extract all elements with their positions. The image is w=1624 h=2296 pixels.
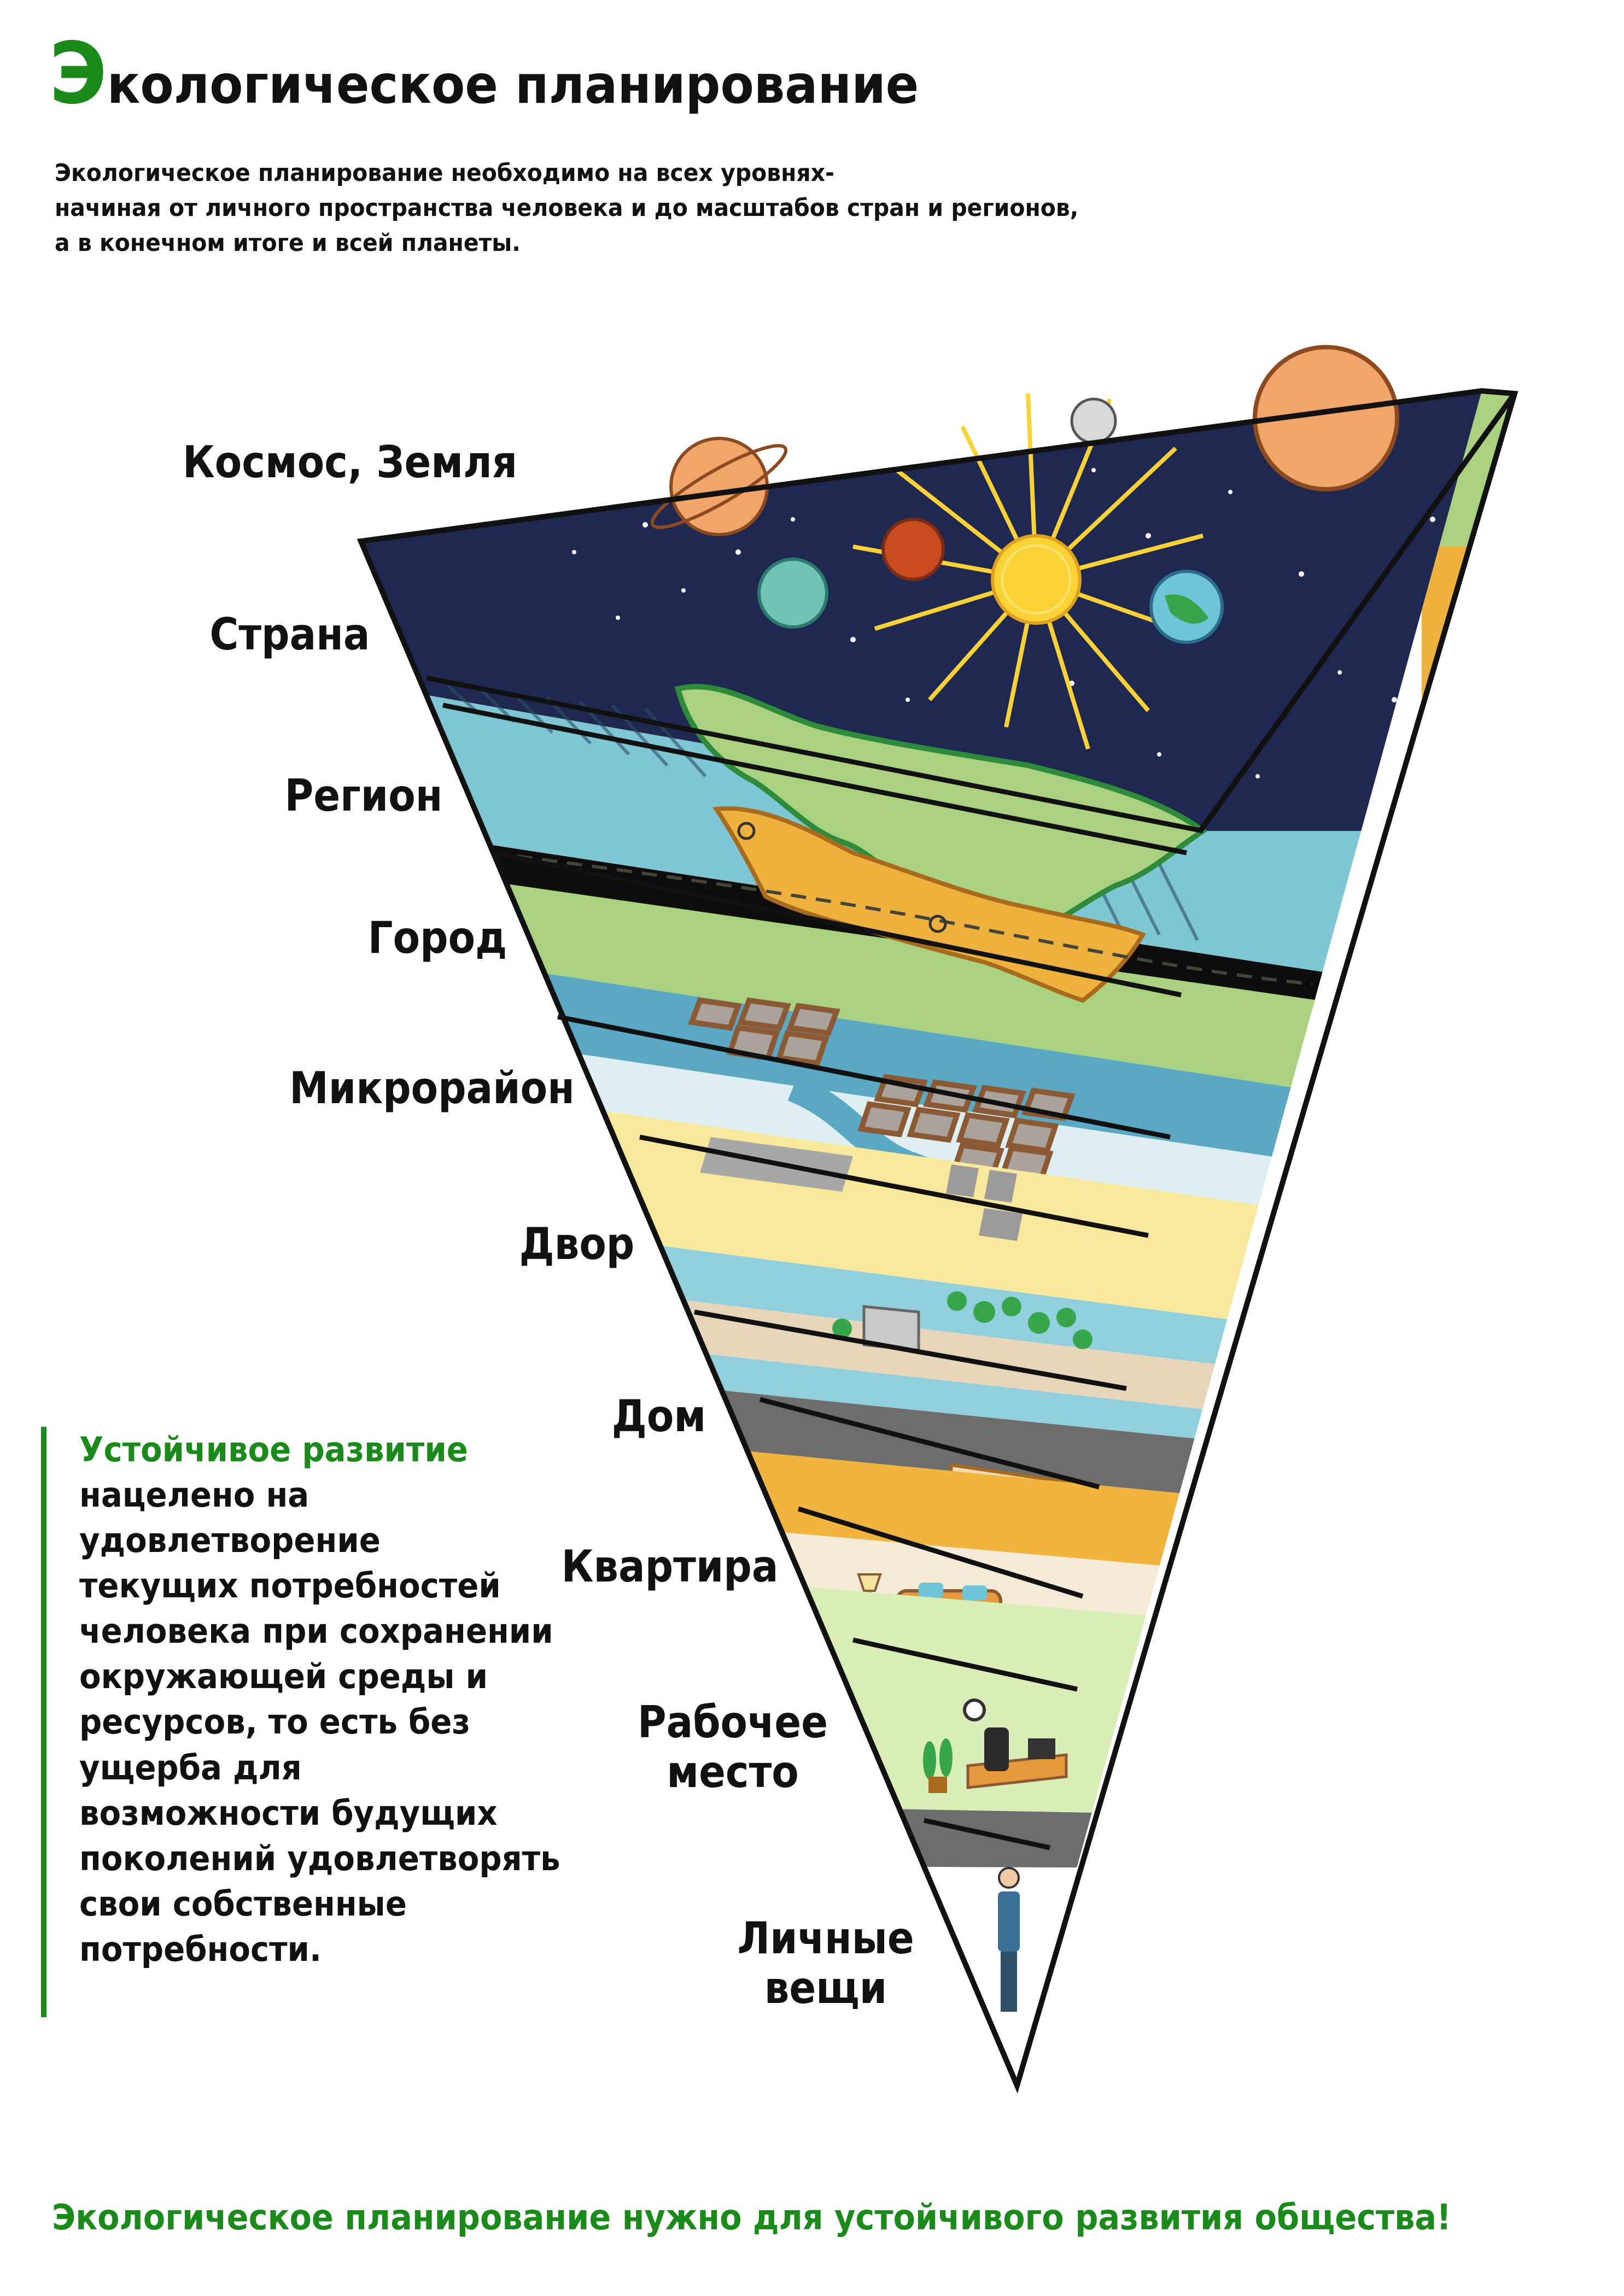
callout-line: ущерба для: [79, 1747, 302, 1788]
city-layer: [361, 940, 1482, 1192]
sustainable-development-callout: Устойчивое развитие нацелено на удовлетв…: [41, 1427, 597, 2017]
layer-separators: [426, 675, 1204, 1850]
layer-label-country: Страна: [209, 609, 370, 660]
tree-icon: [1028, 1312, 1050, 1334]
yard-trees: [832, 1291, 1093, 1349]
footer-slogan: Экологическое планирование нужно для уст…: [52, 2198, 1452, 2238]
callout-line: потребности.: [79, 1929, 322, 1969]
plant-icon: [923, 1738, 953, 1793]
map-pin-icon: [928, 915, 947, 933]
computer-icon: [1028, 1738, 1055, 1759]
tree-icon: [832, 1319, 852, 1338]
map-pin-icon: [737, 822, 756, 840]
office-chair-icon: [984, 1727, 1009, 1771]
intro-text: Экологическое планирование необходимо на…: [55, 156, 1367, 260]
layer-label-house: Дом: [611, 1391, 706, 1442]
layer-label-region: Регион: [284, 770, 443, 821]
layer-label-space: Космос, Земля: [182, 437, 518, 488]
callout-line: ресурсов, то есть без: [79, 1702, 470, 1742]
intro-line: Экологическое планирование необходимо на…: [55, 159, 835, 187]
building-icon: [979, 1208, 1023, 1241]
layer-label-personal: Личные вещи: [737, 1913, 914, 2014]
layer-label-workplace: Рабочее место: [637, 1697, 828, 1798]
gas-giant-icon: [1253, 345, 1399, 491]
page-title: Экологическое планирование: [49, 27, 919, 121]
layer-label-yard: Двор: [519, 1219, 635, 1269]
building-icon: [984, 1170, 1017, 1203]
title-rest: кологическое планирование: [107, 54, 919, 115]
tree-icon: [1056, 1308, 1076, 1327]
pyramid-side-face: [1422, 391, 1515, 2077]
layer-label-apartment: Квартира: [561, 1541, 779, 1592]
pyramid-outline: [357, 388, 1518, 2094]
callout-line: текущих потребностей: [79, 1566, 501, 1606]
tree-icon: [1002, 1297, 1021, 1316]
tree-icon: [947, 1291, 967, 1311]
building-icon: [946, 1164, 979, 1197]
layer-label-district: Микрорайон: [289, 1063, 575, 1114]
teal-planet-icon: [757, 558, 828, 629]
country-land-shape: [674, 684, 1208, 944]
callout-line: человека при сохранении: [79, 1611, 553, 1651]
space-decorations: [446, 345, 1435, 778]
tree-icon: [973, 1301, 995, 1323]
callout-line: возможности будущих: [79, 1793, 498, 1833]
earth-icon: [1149, 570, 1224, 644]
callout-line: нацелено на: [79, 1475, 309, 1515]
callout-line: удовлетворение: [79, 1520, 381, 1561]
person-icon: [998, 1867, 1020, 2012]
intro-line: а в конечном итоге и всей планеты.: [55, 229, 521, 257]
moon-icon: [1070, 397, 1117, 444]
layer-label-city: Город: [367, 912, 507, 963]
callout-line: свои собственные: [79, 1883, 407, 1924]
callout-heading: Устойчивое развитие: [79, 1430, 468, 1469]
red-planet-icon: [881, 518, 945, 581]
district-layer: [361, 1071, 1482, 1301]
clock-icon: [963, 1698, 986, 1721]
tree-icon: [1073, 1329, 1093, 1349]
region-shape: [712, 806, 1146, 1003]
title-first-letter: Э: [49, 24, 107, 123]
callout-line: поколений удовлетворять: [79, 1838, 560, 1878]
sun-icon: [852, 393, 1204, 750]
callout-line: окружающей среды и: [79, 1656, 488, 1697]
intro-line: начиная от личного пространства человека…: [55, 194, 1079, 222]
